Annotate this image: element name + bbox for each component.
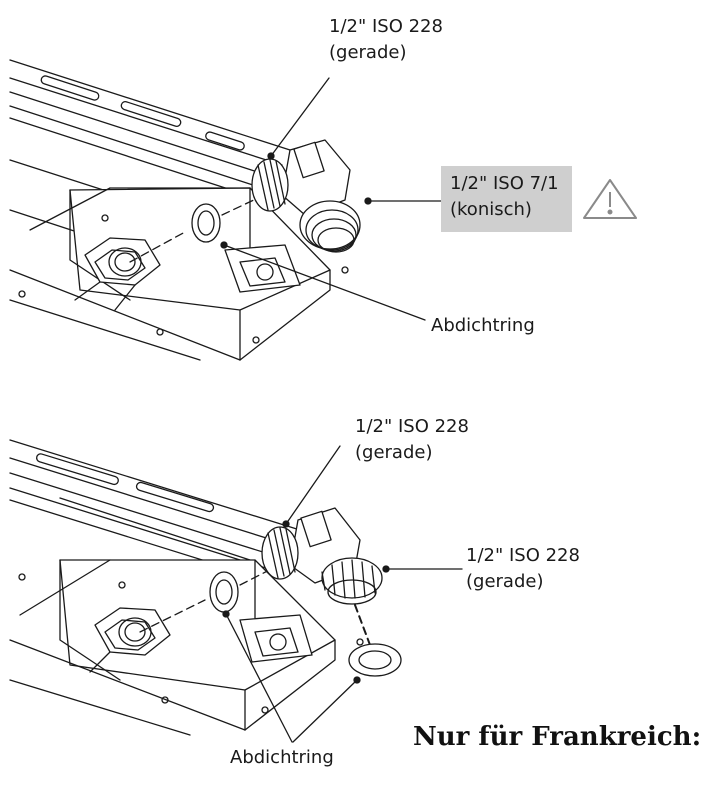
- top-assembly: [9, 59, 442, 361]
- tapered-thread-highlight: [441, 166, 572, 232]
- label-top-straight-thread: 1/2" ISO 228 (gerade): [329, 16, 443, 63]
- label-bottom-straight-thread-right: 1/2" ISO 228 (gerade): [466, 545, 580, 592]
- warning-triangle-icon: [583, 179, 637, 219]
- label-top-sealing-ring: Abdichtring: [431, 315, 535, 336]
- france-only-heading: Nur für Frankreich:: [413, 722, 702, 752]
- label-bottom-straight-thread-upper: 1/2" ISO 228 (gerade): [355, 416, 469, 463]
- elbow-fitting-bottom: [261, 507, 383, 605]
- label-top-tapered-thread: 1/2" ISO 7/1 (konisch): [450, 173, 559, 220]
- bottom-assembly: [9, 439, 463, 743]
- elbow-fitting-top: [251, 139, 361, 253]
- label-bottom-sealing-ring: Abdichtring: [230, 747, 334, 768]
